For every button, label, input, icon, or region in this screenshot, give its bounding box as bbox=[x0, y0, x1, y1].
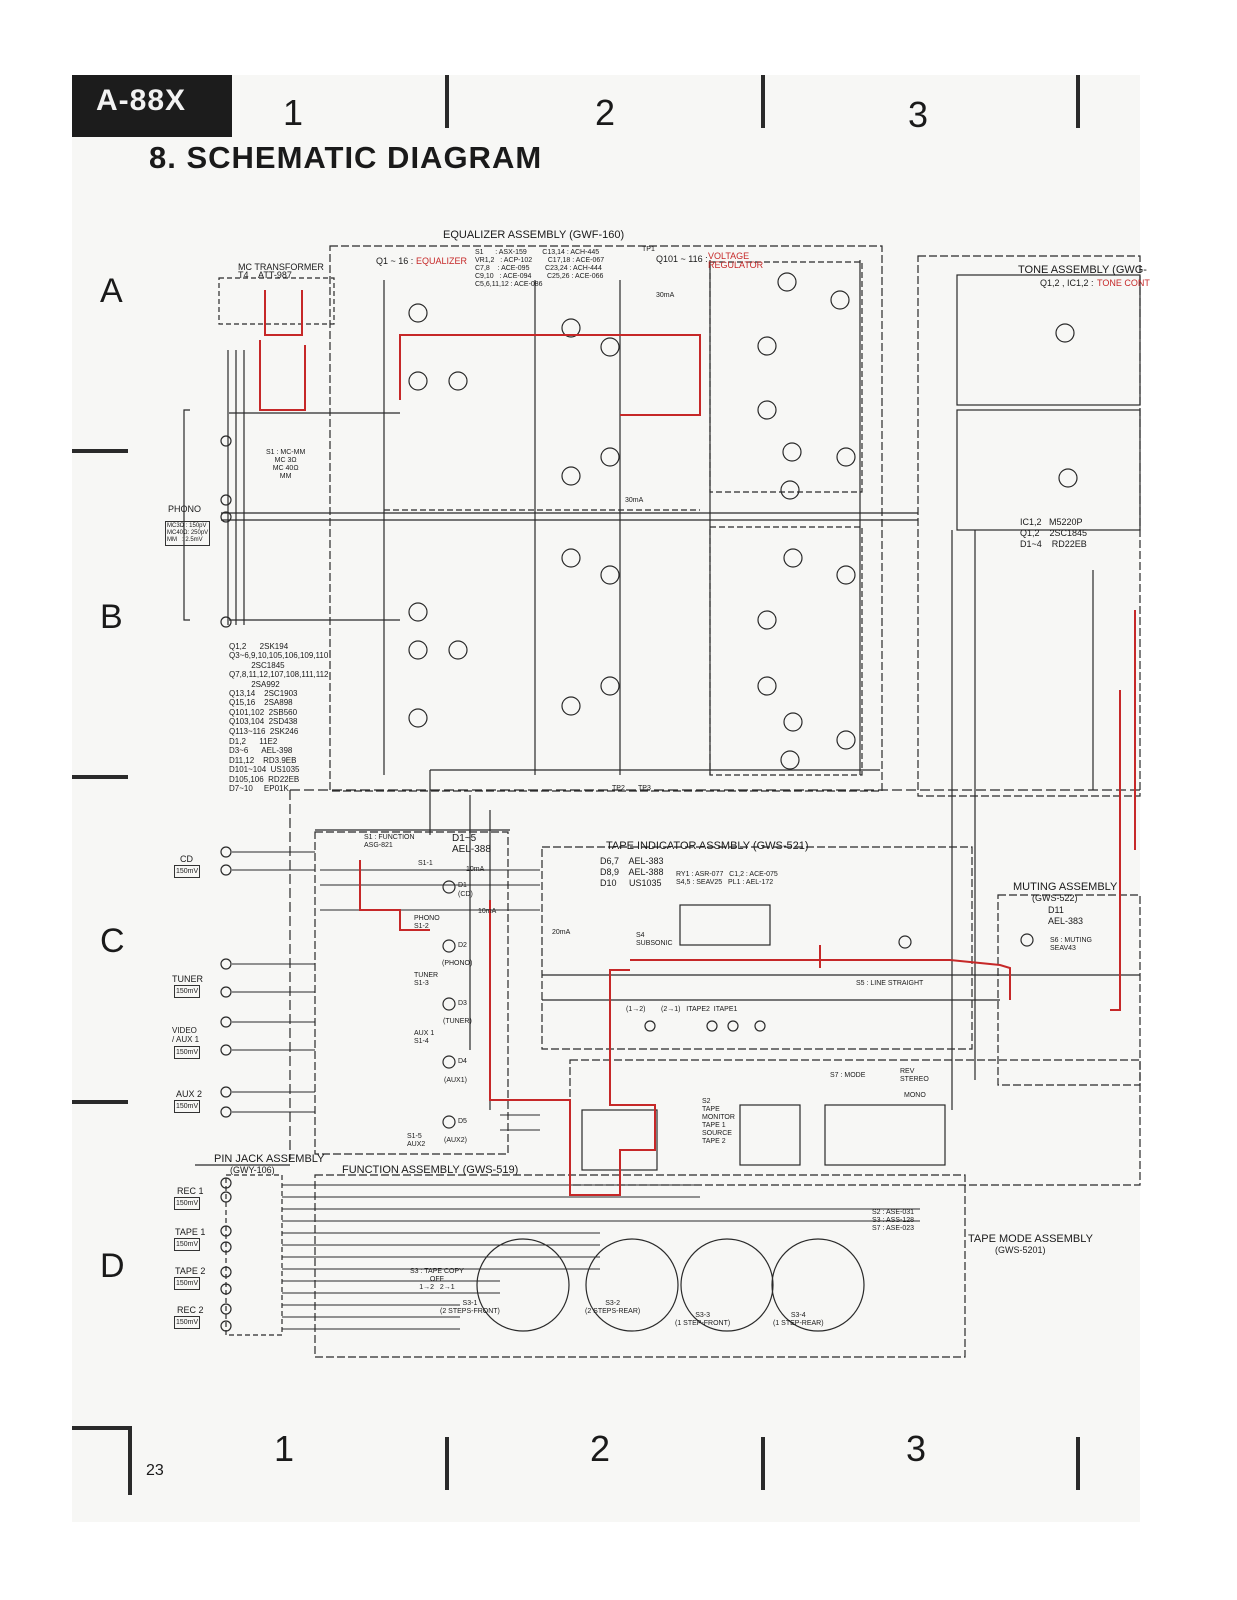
s4-subsonic-label: S4 SUBSONIC bbox=[636, 932, 673, 947]
equalizer-assembly-title: EQUALIZER ASSEMBLY (GWF-160) bbox=[443, 229, 625, 241]
eq-parts-list: S1 : ASX-159 C13,14 : ACH-445 VR1,2 : AC… bbox=[475, 249, 605, 288]
tone-ic-parts: IC1,2 M5220P Q1,2 2SC1845 D1~4 RD22EB bbox=[1020, 517, 1088, 549]
column-number-2: 2 bbox=[595, 92, 616, 133]
muting-assembly-title: MUTING ASSEMBLY bbox=[1013, 881, 1118, 893]
tape-mode-assembly-title: TAPE MODE ASSEMBLY bbox=[968, 1233, 1093, 1245]
jack-level: 150mV bbox=[174, 1238, 201, 1251]
led-ref: D3 bbox=[458, 1000, 467, 1007]
model-label: A-88X bbox=[96, 84, 187, 117]
column-number-3: 3 bbox=[908, 94, 929, 135]
jack-name: TAPE 1 bbox=[175, 1227, 206, 1237]
model-tab: A-88X bbox=[72, 75, 232, 137]
s1-function-label: S1 : FUNCTION ASG-821 bbox=[364, 834, 415, 849]
input-level: 150mV bbox=[174, 865, 201, 878]
input-name: AUX 2 bbox=[176, 1089, 203, 1099]
row-letter-b: B bbox=[100, 598, 123, 636]
current-label: 30mA bbox=[625, 497, 644, 504]
page-number: 23 bbox=[146, 1462, 164, 1479]
schematic-sheet bbox=[72, 75, 1140, 1522]
q1-16-label: Q1 ~ 16 : bbox=[376, 256, 414, 266]
s3-tape-copy-label: S3 : TAPE COPY OFF 1→2 2→1 bbox=[410, 1268, 464, 1291]
input-level: 150mV bbox=[174, 985, 201, 998]
tape-indicator-assembly-title: TAPE INDICATOR ASSMBLY (GWS-521) bbox=[606, 840, 809, 852]
test-point-2: TP2 bbox=[612, 785, 625, 792]
tape-mode-assembly-code: (GWS-5201) bbox=[995, 1245, 1046, 1255]
s3-1-label: S3-1 (2 STEPS-FRONT) bbox=[440, 1300, 500, 1315]
column-number-3-bottom: 3 bbox=[906, 1428, 927, 1469]
switch-section-s1-1: S1-1 bbox=[418, 860, 433, 867]
switch-parts-label: S2 : ASE-031 S3 : ASS-128 S7 : ASE-023 bbox=[872, 1209, 915, 1232]
tape-led-labels: (1→2) (2→1) ITAPE2 ITAPE1 bbox=[626, 1006, 738, 1013]
rev-stereo-label: REV STEREO bbox=[900, 1068, 929, 1083]
input-name: TUNER bbox=[172, 974, 203, 984]
input-level: 150mV bbox=[174, 1100, 201, 1113]
led-phono-label: (PHONO) bbox=[442, 960, 473, 967]
transistor-list: Q1,2 2SK194 Q3~6,9,10,105,106,109,110 2S… bbox=[229, 642, 329, 736]
led-ref: D2 bbox=[458, 942, 467, 949]
diode-list: D1,2 11E2 D3~6 AEL-398 D11,12 RD3.9EB D1… bbox=[229, 737, 300, 794]
q101-116-label: Q101 ~ 116 : bbox=[656, 254, 708, 264]
phono-levels: MC3Ω : 150pV MC40Ω: 250pV MM : 2.5mV bbox=[165, 521, 211, 546]
jack-level: 150mV bbox=[174, 1197, 201, 1210]
row-letter-c: C bbox=[100, 922, 125, 960]
led-tuner-label: (TUNER) bbox=[443, 1018, 472, 1025]
voltage-regulator-label: VOLTAGE REGULATOR bbox=[708, 251, 764, 270]
switch-section-s1-3: TUNER S1-3 bbox=[414, 972, 439, 987]
current-label: 20mA bbox=[552, 929, 571, 936]
current-label: 10mA bbox=[466, 866, 485, 873]
s3-2-label: S3-2 (2 STEPS-REAR) bbox=[585, 1300, 641, 1315]
mc-transformer-title: MC TRANSFORMER bbox=[238, 262, 324, 272]
test-point-3: TP3 bbox=[638, 785, 651, 792]
mc-transformer-part: T4 ATT-987 bbox=[238, 270, 292, 280]
phono-label: PHONO bbox=[168, 504, 202, 514]
current-label: 30mA bbox=[656, 292, 675, 299]
s6-muting-label: S6 : MUTING SEAV43 bbox=[1050, 937, 1093, 952]
input-level: 150mV bbox=[174, 1046, 201, 1059]
mono-label: MONO bbox=[904, 1092, 926, 1099]
input-name: VIDEO / AUX 1 bbox=[172, 1026, 200, 1044]
column-number-1: 1 bbox=[283, 92, 304, 133]
switch-section-s1-4: AUX 1 S1-4 bbox=[414, 1030, 435, 1045]
function-assembly-title: FUNCTION ASSEMBLY (GWS-519) bbox=[342, 1164, 519, 1176]
d1-5-label: D1~5 AEL-388 bbox=[452, 833, 491, 855]
equalizer-function-label: EQUALIZER bbox=[416, 256, 468, 266]
d6-10-label: D6,7 AEL-383 D8,9 AEL-388 D10 US1035 bbox=[600, 856, 664, 888]
led-aux1-label: (AUX1) bbox=[444, 1077, 467, 1084]
jack-name: TAPE 2 bbox=[175, 1266, 206, 1276]
row-letter-a: A bbox=[100, 272, 123, 310]
led-aux2-label: (AUX2) bbox=[444, 1137, 467, 1144]
muting-parts-label: D11 AEL-383 bbox=[1048, 905, 1084, 926]
s2-tape-monitor-label: S2 TAPE MONITOR TAPE 1 SOURCE TAPE 2 bbox=[702, 1098, 735, 1145]
tone-control-label: TONE CONT bbox=[1097, 278, 1150, 288]
switch-section-s1-5: S1-5 AUX2 bbox=[407, 1133, 426, 1148]
current-label: 10mA bbox=[478, 908, 497, 915]
s7-mode-label: S7 : MODE bbox=[830, 1072, 866, 1079]
row-letter-d: D bbox=[100, 1247, 125, 1285]
test-point-1: TP1 bbox=[642, 246, 655, 253]
column-number-2-bottom: 2 bbox=[590, 1428, 611, 1469]
tone-assembly-title: TONE ASSEMBLY (GWG- bbox=[1018, 264, 1147, 276]
led-ref: D4 bbox=[458, 1058, 467, 1065]
switch-section-s1-2: PHONO S1-2 bbox=[414, 915, 440, 930]
jack-name: REC 2 bbox=[177, 1305, 204, 1315]
jack-name: REC 1 bbox=[177, 1186, 204, 1196]
s5-line-straight-label: S5 : LINE STRAIGHT bbox=[856, 980, 924, 987]
led-ref: D1 bbox=[458, 882, 467, 889]
muting-assembly-code: (GWS-522) bbox=[1032, 893, 1078, 903]
s1-mc-mm-label: S1 : MC-MM MC 3Ω MC 40Ω MM bbox=[266, 449, 306, 480]
relay-parts-label: RY1 : ASR-077 C1,2 : ACE-075 S4,5 : SEAV… bbox=[676, 871, 778, 886]
jack-level: 150mV bbox=[174, 1277, 201, 1290]
s3-4-label: S3-4 (1 STEP-REAR) bbox=[773, 1312, 824, 1327]
led-cd-label: (CD) bbox=[458, 891, 473, 898]
pin-jack-assembly-title: PIN JACK ASSEMBLY bbox=[214, 1153, 325, 1165]
page-title: 8. SCHEMATIC DIAGRAM bbox=[149, 140, 543, 175]
tone-parts-label: Q1,2 , IC1,2 : bbox=[1040, 278, 1094, 288]
s3-3-label: S3-3 (1 STEP-FRONT) bbox=[675, 1312, 731, 1327]
led-ref: D5 bbox=[458, 1118, 467, 1125]
input-name: CD bbox=[180, 854, 193, 864]
pin-jack-assembly-code: (GWY-106) bbox=[230, 1165, 275, 1175]
jack-level: 150mV bbox=[174, 1316, 201, 1329]
column-number-1-bottom: 1 bbox=[274, 1428, 295, 1469]
